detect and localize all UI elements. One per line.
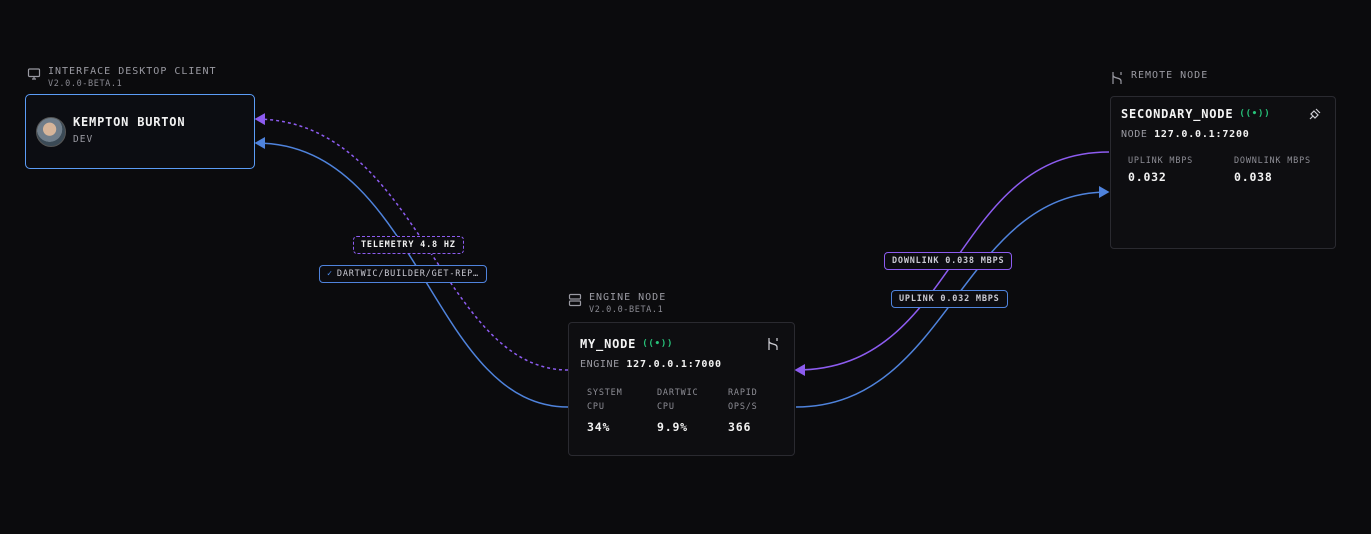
- telemetry-label: TELEMETRY 4.8 HZ: [353, 236, 464, 254]
- stat-rapid-ops: RAPID OPS/S 366: [728, 386, 758, 434]
- stat-label: OPS/S: [728, 402, 758, 412]
- uplink-label: UPLINK 0.032 MBPS: [891, 290, 1008, 308]
- stat-uplink: UPLINK MBPS 0.032: [1128, 154, 1193, 184]
- stat-label: CPU: [657, 402, 675, 412]
- stat-value: 366: [728, 420, 752, 434]
- route-text: DARTWIC/BUILDER/GET-REP…: [336, 269, 479, 279]
- client-header-title: INTERFACE DESKTOP CLIENT: [48, 66, 217, 77]
- engine-node-title: MY_NODE ((•)): [580, 337, 673, 351]
- downlink-label: DOWNLINK 0.038 MBPS: [884, 252, 1013, 270]
- engine-address: ENGINE 127.0.0.1:7000: [580, 359, 722, 370]
- stat-label: SYSTEM: [587, 388, 623, 398]
- stat-label: DARTWIC: [657, 388, 699, 398]
- engine-address-value: 127.0.0.1:7000: [626, 359, 722, 370]
- stat-label: UPLINK MBPS: [1128, 156, 1194, 166]
- route-label[interactable]: ✓DARTWIC/BUILDER/GET-REP…: [319, 265, 487, 283]
- stat-value: 0.038: [1234, 170, 1273, 184]
- user-role: DEV: [73, 134, 94, 145]
- engine-address-label: ENGINE: [580, 359, 620, 370]
- remote-address-label: NODE: [1121, 129, 1148, 140]
- branch-icon: [1112, 72, 1122, 84]
- plug-icon[interactable]: [1308, 107, 1322, 121]
- signal-icon: ((•)): [1239, 109, 1271, 119]
- engine-header-title: ENGINE NODE: [589, 292, 667, 303]
- client-header: INTERFACE DESKTOP CLIENT V2.0.0-BETA.1: [27, 66, 217, 89]
- remote-header: REMOTE NODE: [1110, 70, 1208, 85]
- stat-label: DOWNLINK MBPS: [1234, 156, 1311, 166]
- stat-system-cpu: SYSTEM CPU 34%: [587, 386, 623, 434]
- signal-icon: ((•)): [642, 339, 674, 349]
- stat-value: 0.032: [1128, 170, 1167, 184]
- user-name: KEMPTON BURTON: [73, 115, 186, 129]
- client-version: V2.0.0-BETA.1: [48, 79, 123, 89]
- monitor-icon: [27, 68, 41, 80]
- stat-label: RAPID: [728, 388, 758, 398]
- stat-value: 9.9%: [657, 420, 688, 434]
- engine-header: ENGINE NODE V2.0.0-BETA.1: [568, 292, 666, 315]
- avatar: [36, 117, 66, 147]
- remote-node-name: SECONDARY_NODE: [1121, 107, 1234, 121]
- branch-icon[interactable]: [766, 337, 780, 351]
- stat-dartwic-cpu: DARTWIC CPU 9.9%: [657, 386, 698, 434]
- client-card[interactable]: KEMPTON BURTON DEV: [25, 94, 255, 169]
- remote-header-title: REMOTE NODE: [1131, 70, 1209, 81]
- remote-card[interactable]: SECONDARY_NODE ((•)) NODE 127.0.0.1:7200…: [1110, 96, 1336, 249]
- engine-version: V2.0.0-BETA.1: [589, 305, 664, 315]
- remote-node-title: SECONDARY_NODE ((•)): [1121, 107, 1270, 121]
- stat-value: 34%: [587, 420, 611, 434]
- stat-label: CPU: [587, 402, 605, 412]
- remote-address: NODE 127.0.0.1:7200: [1121, 129, 1250, 140]
- stat-downlink: DOWNLINK MBPS 0.038: [1234, 154, 1311, 184]
- engine-card[interactable]: MY_NODE ((•)) ENGINE 127.0.0.1:7000 SYST…: [568, 322, 795, 456]
- remote-address-value: 127.0.0.1:7200: [1154, 129, 1250, 140]
- engine-node-name: MY_NODE: [580, 337, 637, 351]
- check-icon: ✓: [327, 269, 333, 279]
- server-icon: [568, 293, 582, 307]
